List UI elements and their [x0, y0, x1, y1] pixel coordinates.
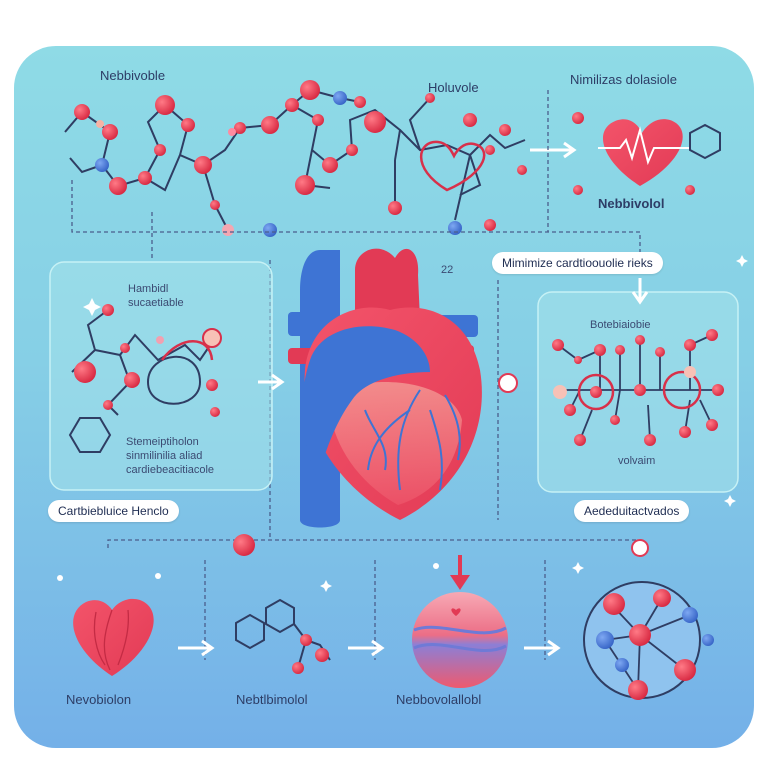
bottom-connector-atom — [233, 534, 649, 557]
benzene-ring-icon — [689, 123, 721, 160]
center-right-marker — [498, 373, 518, 393]
left-panel-caption: Stemeiptiholon sinmilinilia aliad cardie… — [126, 436, 215, 476]
bottom-label-3: Nebbovolallobl — [396, 692, 482, 707]
top-arrow — [530, 141, 577, 159]
center-pill: Mimimize cardtioouolie rieks — [492, 252, 663, 274]
right-panel-pill: Aededuitactvados — [574, 500, 690, 522]
dashed-connectors — [71, 90, 641, 660]
bottom-arrows — [178, 639, 561, 657]
top-molecule-atoms — [74, 80, 695, 237]
tissue-disc-icon — [412, 592, 508, 688]
top-right-label: Nimilizas dolasiole — [570, 72, 677, 87]
bottom-down-arrow — [450, 555, 470, 590]
left-panel — [49, 261, 273, 491]
sparkle-decorations — [57, 255, 748, 592]
right-panel — [537, 291, 739, 493]
right-panel-caption: volvaim — [618, 455, 656, 467]
top-center-label: Holuvole — [428, 80, 479, 95]
anatomical-heart — [288, 248, 482, 528]
receptor-network-icon — [583, 581, 714, 700]
right-panel-title: Botebiaiobie — [590, 319, 651, 331]
bottom-label-2: Nebtlbimolol — [236, 692, 308, 707]
bottom-label-1: Nevobiolon — [66, 692, 132, 707]
left-panel-arrow — [258, 373, 285, 391]
bottom-heart-icon — [73, 598, 154, 676]
left-panel-title: Hambidl sucaetiable — [128, 283, 184, 309]
top-molecule-heart-ring — [419, 140, 486, 192]
right-down-arrow — [631, 278, 649, 305]
heart-icon — [598, 119, 690, 186]
bottom-molecule-icon — [235, 598, 331, 674]
heart-label: Nebbivolol — [598, 196, 665, 211]
center-number: 22 — [441, 264, 454, 276]
top-left-label: Nebbivoble — [100, 68, 166, 83]
left-panel-pill: Cartbiebluice Henclo — [48, 500, 179, 522]
